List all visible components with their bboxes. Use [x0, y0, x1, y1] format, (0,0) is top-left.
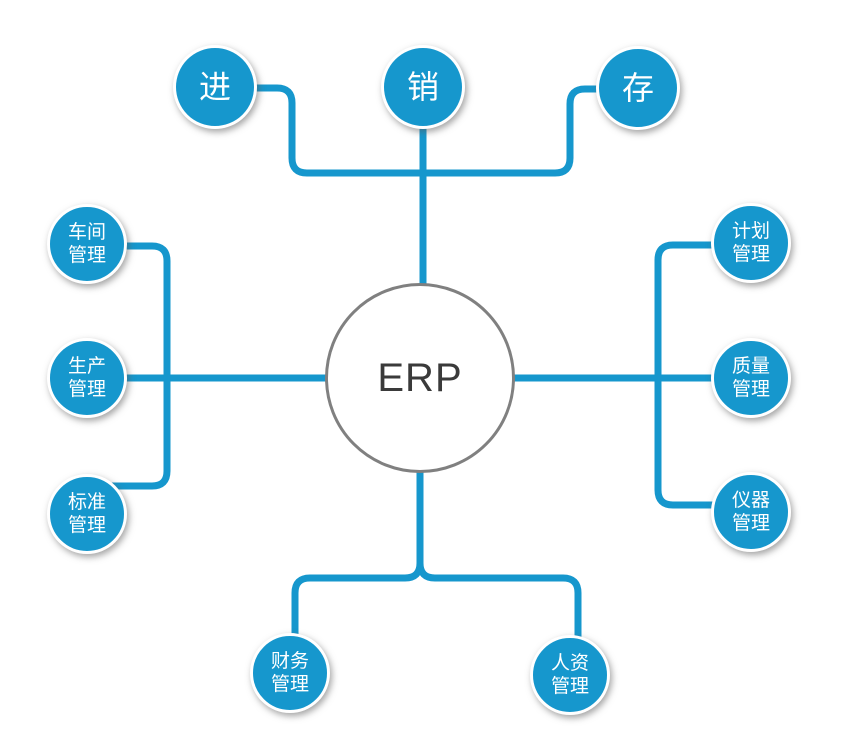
- connector-plan-branch: [654, 241, 726, 378]
- node-finance-management: 财务 管理: [250, 633, 330, 713]
- node-inventory-label: 存: [621, 70, 654, 106]
- node-instrument-management: 仪器 管理: [711, 472, 791, 552]
- node-erp-center: ERP: [325, 283, 515, 473]
- connector-finance-branch: [291, 470, 424, 642]
- node-standard-management: 标准 管理: [47, 474, 127, 554]
- node-purchase-label: 进: [198, 69, 231, 105]
- node-quality-management: 质量 管理: [711, 338, 791, 418]
- node-purchase: 进: [173, 45, 257, 129]
- node-erp-center-label: ERP: [377, 355, 463, 400]
- node-standard-management-label: 标准 管理: [67, 492, 106, 536]
- connector-standard-branch: [110, 378, 171, 490]
- node-inventory: 存: [596, 46, 680, 130]
- node-finance-management-label: 财务 管理: [270, 651, 309, 695]
- node-production-management: 生产 管理: [47, 338, 127, 418]
- node-production-management-label: 生产 管理: [67, 356, 106, 400]
- node-sale: 销: [381, 45, 465, 129]
- connector-hr-branch: [416, 470, 582, 645]
- node-hr-management: 人资 管理: [530, 635, 610, 715]
- node-workshop-management-label: 车间 管理: [67, 222, 106, 266]
- connector-purchase-branch: [240, 84, 423, 177]
- connector-inventory-branch: [423, 85, 612, 177]
- node-quality-management-label: 质量 管理: [731, 356, 770, 400]
- node-sale-label: 销: [406, 69, 439, 105]
- node-workshop-management: 车间 管理: [47, 204, 127, 284]
- connector-workshop-branch: [110, 242, 171, 378]
- node-plan-management: 计划 管理: [711, 203, 791, 283]
- node-plan-management-label: 计划 管理: [731, 221, 770, 265]
- node-instrument-management-label: 仪器 管理: [731, 490, 770, 534]
- node-hr-management-label: 人资 管理: [550, 653, 589, 697]
- connector-instrument-branch: [654, 378, 726, 509]
